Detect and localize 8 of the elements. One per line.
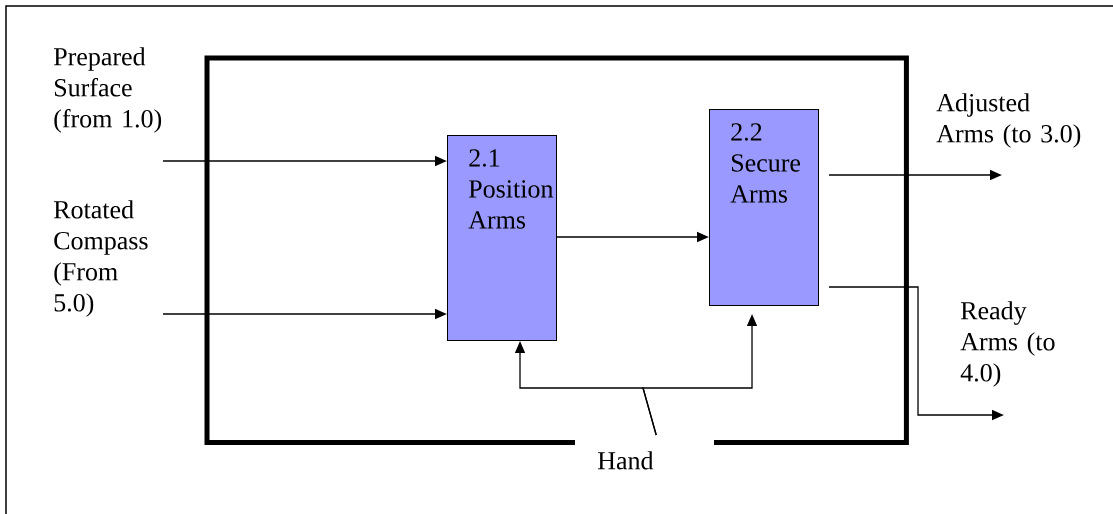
flow-label: Hand xyxy=(597,451,654,470)
flow-label: Adjusted Arms (to 3.0) xyxy=(936,93,1081,148)
process-frame xyxy=(204,55,909,445)
flow-label: Prepared Surface (from 1.0) xyxy=(53,47,162,133)
flow-label: Ready Arms (to 4.0) xyxy=(960,301,1055,387)
process-box: 2.1 Position Arms xyxy=(447,135,557,341)
flow-label: Rotated Compass (From 5.0) xyxy=(53,200,148,317)
process-box: 2.2 Secure Arms xyxy=(709,109,819,306)
